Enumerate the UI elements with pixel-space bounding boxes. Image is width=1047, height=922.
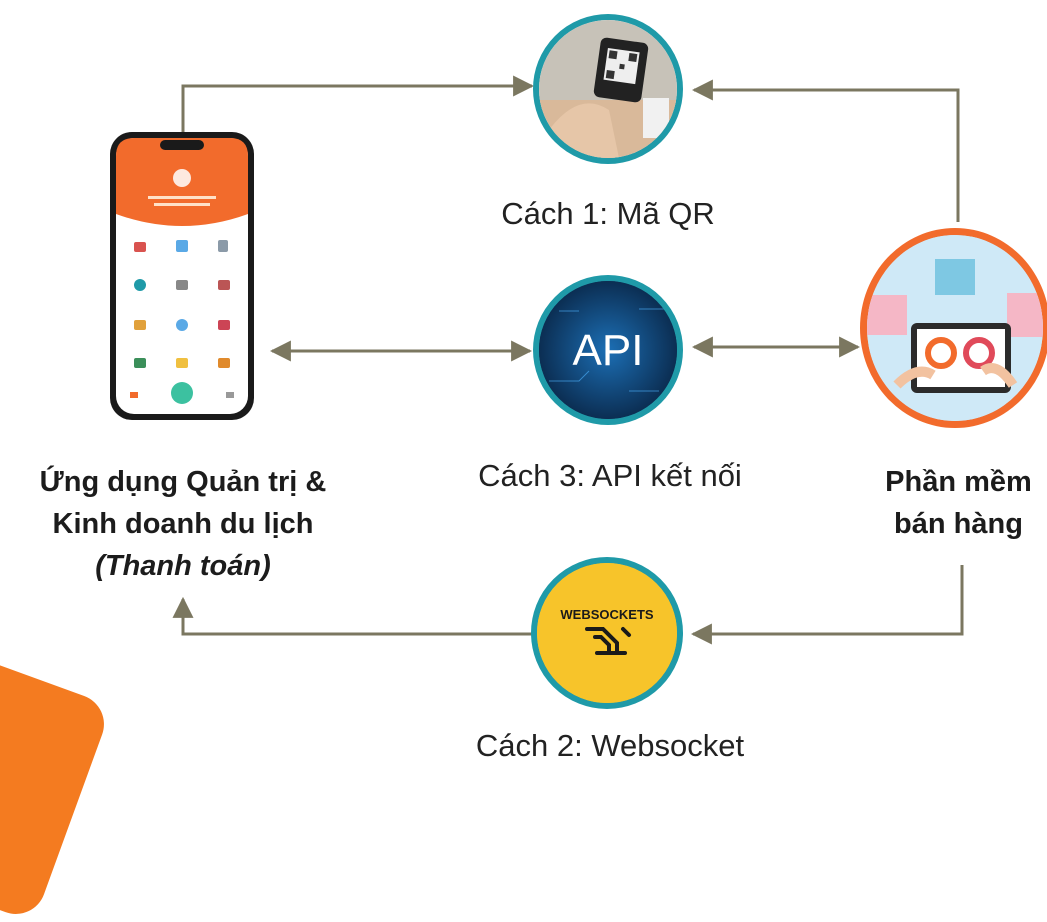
pos-label-line1: Phần mềm: [885, 466, 1032, 498]
pos-label: Phần mềm bán hàng: [870, 461, 1047, 545]
qr-code-image: [533, 14, 683, 164]
edge-pos-to-websocket: [690, 565, 964, 645]
websocket-image: WEBSOCKETS: [531, 557, 683, 709]
api-icon: API: [539, 281, 677, 419]
app-label-line2: Kinh doanh du lịch: [52, 508, 314, 540]
api-icon-text: API: [573, 326, 644, 375]
pos-label-line2: bán hàng: [894, 508, 1023, 540]
edge-pos-to-qr: [691, 79, 960, 222]
api-image: API: [533, 275, 683, 425]
connector-lines: [172, 75, 964, 645]
edge-websocket-to-app: [172, 596, 531, 636]
app-node: [108, 130, 256, 422]
phone-illustration: [110, 132, 254, 420]
api-method-label: Cách 3: API kết nối: [478, 458, 742, 493]
websocket-method-label: Cách 2: Websocket: [475, 728, 745, 763]
pos-software-image: [860, 228, 1047, 428]
edge-app-to-qr: [181, 75, 535, 135]
app-label-line3: (Thanh toán): [95, 550, 271, 582]
pos-illustration: [867, 235, 1043, 421]
qr-method-label: Cách 1: Mã QR: [501, 196, 715, 231]
websocket-icon: WEBSOCKETS: [537, 563, 677, 703]
app-label: Ứng dụng Quản trị & Kinh doanh du lịch (…: [0, 461, 366, 587]
websocket-icon-text: WEBSOCKETS: [560, 607, 654, 622]
app-label-line1: Ứng dụng Quản trị &: [39, 466, 327, 498]
phone-scanning-qr-icon: [539, 20, 677, 158]
